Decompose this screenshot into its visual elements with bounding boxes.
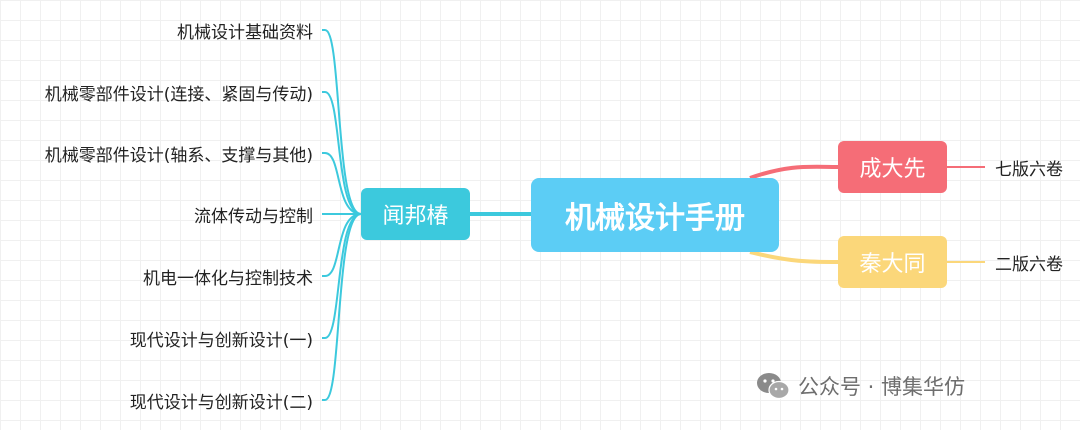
central-topic[interactable]: 机械设计手册 bbox=[531, 178, 779, 252]
wechat-icon bbox=[757, 373, 790, 400]
watermark-text: 公众号 · 博集华仿 bbox=[798, 375, 966, 399]
branch-node-right-1[interactable]: 成大先 bbox=[838, 141, 947, 193]
watermark: 公众号 · 博集华仿 bbox=[756, 370, 965, 402]
leaf-topic[interactable]: 机械零部件设计(连接、紧固与传动) bbox=[44, 85, 313, 105]
leaf-topic-right-2[interactable]: 二版六卷 bbox=[995, 255, 1063, 275]
branch-node-left[interactable]: 闻邦椿 bbox=[361, 188, 470, 240]
branch-node-right-2[interactable]: 秦大同 bbox=[838, 236, 947, 288]
leaf-topic[interactable]: 现代设计与创新设计(一) bbox=[129, 331, 313, 351]
leaf-topic[interactable]: 现代设计与创新设计(二) bbox=[129, 393, 313, 413]
leaf-topic[interactable]: 机电一体化与控制技术 bbox=[143, 269, 313, 289]
leaf-topic[interactable]: 流体传动与控制 bbox=[194, 207, 313, 227]
link-center-to-right-1 bbox=[749, 164, 839, 180]
leaf-topic[interactable]: 机械设计基础资料 bbox=[177, 23, 313, 43]
left-leaf-links bbox=[322, 29, 362, 401]
leaf-topic[interactable]: 机械零部件设计(轴系、支撑与其他) bbox=[44, 146, 313, 166]
leaf-topic-right-1[interactable]: 七版六卷 bbox=[995, 160, 1063, 180]
link-center-to-right-2 bbox=[749, 250, 839, 264]
